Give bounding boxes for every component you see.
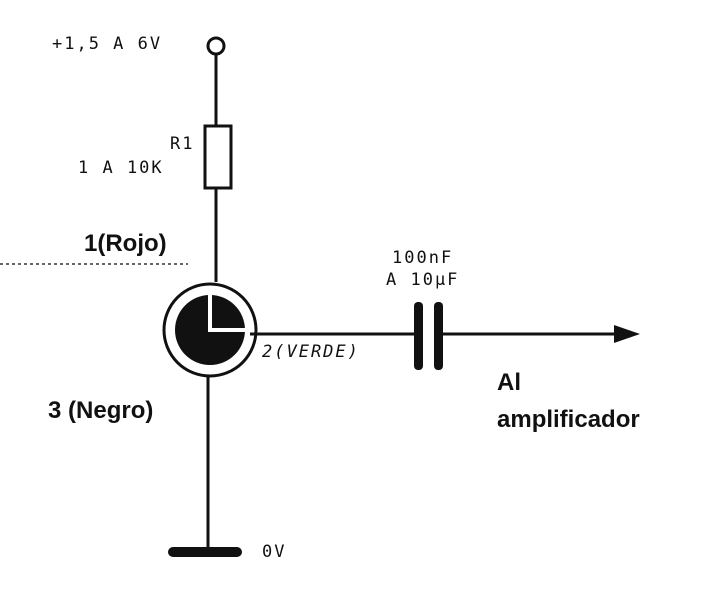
capacitor-plate-left	[414, 302, 423, 370]
terminal-1-label: 1(Rojo)	[84, 230, 167, 257]
resistor-r1	[203, 124, 233, 190]
terminal-3-label: 3 (Negro)	[48, 397, 154, 424]
supply-label: +1,5 A 6V	[52, 34, 163, 54]
output-arrow-icon	[614, 325, 640, 343]
output-label-line2: amplificador	[497, 406, 640, 433]
capacitor-value-1: 100nF	[392, 248, 454, 268]
capacitor-plate-right	[434, 302, 443, 370]
ground-bar	[168, 547, 242, 557]
resistor-name: R1	[170, 134, 195, 154]
output-label-line1: Al	[497, 369, 521, 396]
supply-terminal	[206, 36, 226, 56]
ground-label: 0V	[262, 542, 287, 562]
capacitor-value-2: A 10µF	[386, 270, 460, 290]
terminal-2-label: 2(VERDE)	[262, 342, 360, 362]
resistor-value: 1 A 10K	[78, 158, 164, 178]
